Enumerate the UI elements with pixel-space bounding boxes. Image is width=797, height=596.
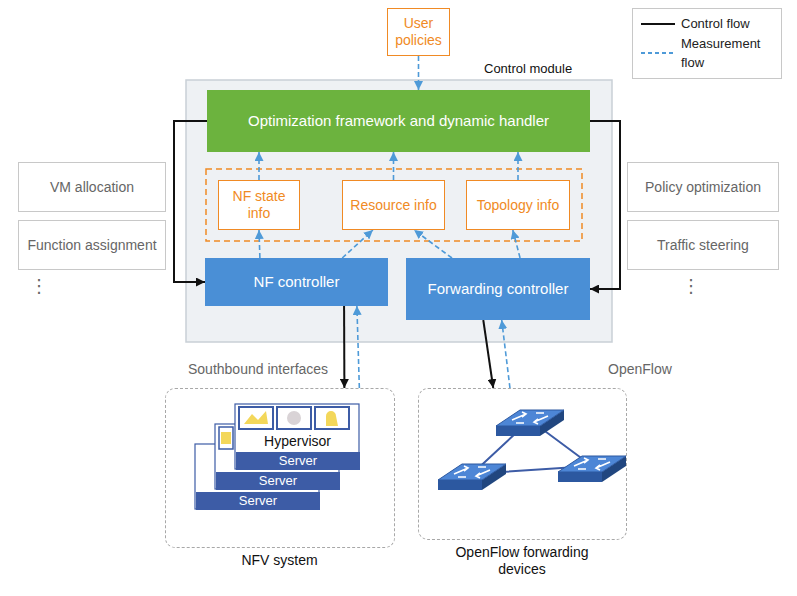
measurement-flow	[258, 230, 260, 258]
ellipsis-mark: ⋮	[30, 276, 48, 298]
legend-sample	[641, 19, 675, 29]
node-label: Optimization framework and dynamic handl…	[248, 112, 549, 130]
measurement-flow	[517, 152, 519, 180]
control-flow	[483, 320, 493, 388]
group-heading: NFV system	[165, 552, 395, 569]
node-label: Server	[239, 493, 277, 509]
control-module: Optimization framework and dynamic handl…	[186, 80, 612, 342]
control-flow	[174, 121, 207, 282]
server-bar: Server	[236, 452, 360, 470]
measurement-flow	[418, 56, 420, 90]
node-label: VM allocation	[50, 179, 134, 196]
node-label: Topology info	[477, 197, 560, 214]
server-bar: Server	[216, 472, 340, 490]
optimization-box: Optimization framework and dynamic handl…	[207, 90, 590, 152]
legend: Control flowMeasurement flow	[632, 8, 782, 79]
measurement-flow	[258, 152, 260, 180]
legend-text: Control flow	[681, 14, 750, 34]
measurement-flow	[342, 230, 373, 258]
node-label: Server	[279, 453, 317, 469]
measurement-flow	[414, 230, 452, 258]
node-label: NF controller	[254, 273, 340, 291]
node-label: Server	[259, 473, 297, 489]
legend-text: Measurement flow	[681, 34, 773, 73]
node-label: Policy optimization	[645, 179, 761, 196]
group-heading: OpenFlow forwarding devices	[452, 544, 592, 578]
legend-item: Measurement flow	[641, 34, 773, 73]
openflow-switches	[438, 410, 626, 490]
node-label: Forwarding controller	[428, 280, 569, 298]
node-label: NF state info	[224, 188, 294, 222]
ellipsis-mark: ⋮	[682, 276, 700, 298]
legend-item: Control flow	[641, 14, 773, 34]
node-label: Resource info	[350, 197, 436, 214]
function-box: Policy optimization	[627, 162, 779, 212]
server-bar: Server	[196, 492, 320, 510]
node-label: Function assignment	[27, 237, 156, 254]
node-label: User policies	[393, 15, 444, 49]
legend-sample	[641, 48, 675, 58]
interface-label: Southbound interfaces	[188, 361, 328, 378]
policy-box: User policies	[387, 8, 450, 56]
node-label: Hypervisor	[264, 433, 331, 450]
control-flow	[343, 306, 345, 388]
openflow-devices: OpenFlow forwarding devices	[418, 388, 627, 540]
info-group	[206, 169, 582, 241]
controller-box: Forwarding controller	[406, 258, 590, 320]
info-box: NF state info	[218, 180, 300, 230]
hypervisor-box: Hypervisor	[238, 431, 357, 451]
info-box: Resource info	[342, 180, 445, 230]
measurement-flow	[513, 230, 520, 258]
module-panel	[186, 80, 612, 342]
measurement-flow	[357, 306, 359, 388]
node-label: Traffic steering	[657, 237, 749, 254]
function-box: Function assignment	[18, 220, 166, 270]
info-box: Topology info	[466, 180, 570, 230]
function-box: VM allocation	[18, 162, 166, 212]
controller-box: NF controller	[205, 258, 388, 306]
measurement-flow	[393, 152, 395, 180]
function-box: Traffic steering	[627, 220, 779, 270]
control-flow	[590, 121, 620, 289]
server-stack	[195, 404, 359, 509]
group-heading: Control module	[484, 61, 614, 77]
interface-label: OpenFlow	[608, 361, 672, 378]
nfv-system: ServerServerHypervisorServerNFV system	[165, 388, 395, 548]
measurement-flow	[502, 320, 510, 388]
